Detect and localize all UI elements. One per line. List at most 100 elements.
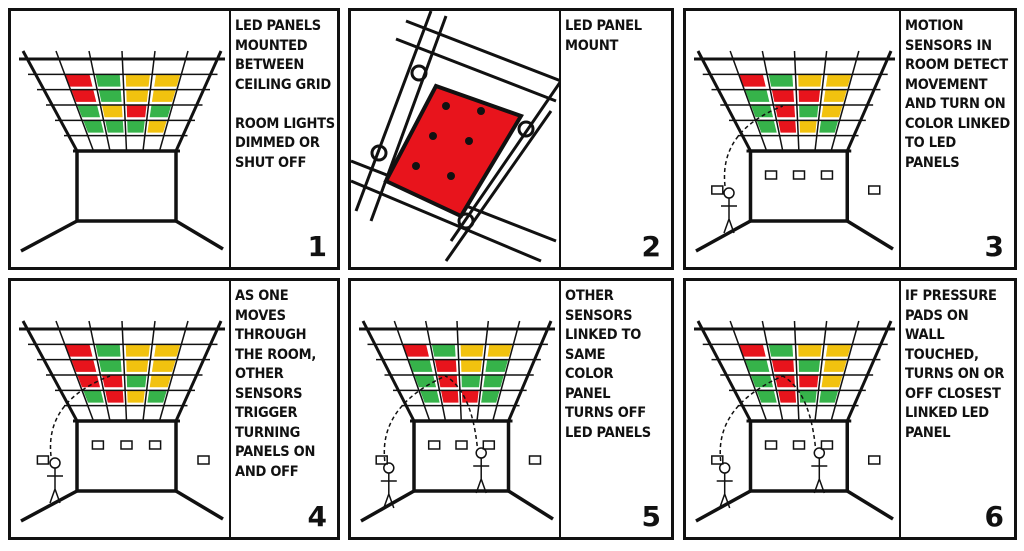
person-figure <box>380 473 397 509</box>
motion-sensor <box>764 170 778 180</box>
motion-sensor <box>868 185 881 195</box>
led-panel-g <box>819 390 839 403</box>
ceiling-grid-line <box>142 320 156 422</box>
led-panel-y <box>823 89 847 102</box>
floor-edge <box>20 489 78 523</box>
ceiling-grid-line <box>696 50 752 152</box>
led-panel-g <box>756 120 777 133</box>
ceiling-grid-line <box>793 50 800 152</box>
panel-caption: As one moves through the room, other sen… <box>235 288 317 480</box>
led-panel-y <box>154 344 181 357</box>
motion-sensor <box>792 170 806 180</box>
led-panel-y <box>821 105 843 118</box>
ceiling-grid-line <box>88 50 111 152</box>
person-figure <box>475 447 487 459</box>
panel-caption: LED panels mounted between ceiling grid … <box>235 18 335 171</box>
led-panel-r <box>798 89 821 102</box>
led-panel-r <box>77 375 101 388</box>
led-panel-r <box>778 390 797 403</box>
led-panel-y <box>126 359 149 372</box>
ceiling-grid-line <box>729 320 768 422</box>
motion-sensor <box>820 440 834 450</box>
led-panel-g <box>485 359 509 372</box>
panel-divider <box>899 11 901 267</box>
led-panel-r <box>71 359 97 372</box>
floor-edge <box>846 219 894 251</box>
led-panel-g <box>745 359 770 372</box>
led-panel-r <box>739 344 766 357</box>
led-panel-g <box>431 344 456 357</box>
led-panel-r <box>799 375 819 388</box>
led-panel-g <box>756 390 777 403</box>
ceiling-grid-line <box>761 50 784 152</box>
ceiling-grid-line <box>845 320 893 422</box>
led-panel-r <box>461 390 479 403</box>
ceiling-grid-line <box>55 320 95 422</box>
led-panel-r <box>774 375 796 388</box>
led-panel-r <box>105 390 124 403</box>
room-ceiling-grid-sketch <box>694 320 895 523</box>
panel-divider <box>899 281 901 537</box>
floor-edge <box>695 489 752 523</box>
led-panel-g <box>95 74 121 87</box>
motion-sensor <box>120 440 133 450</box>
person-figure <box>721 198 737 234</box>
motion-sensor <box>820 170 834 180</box>
ceiling-grid-line <box>492 320 521 422</box>
led-panel-g <box>98 89 122 102</box>
panel-divider <box>559 281 561 537</box>
led-panel-y <box>127 390 145 403</box>
led-panel-r <box>437 375 458 388</box>
floor-edge <box>175 219 224 251</box>
led-panel-y <box>151 89 176 102</box>
motion-sensor <box>36 455 50 465</box>
ceiling-grid-line <box>793 320 800 422</box>
storyboard-panel-4: As one moves through the room, other sen… <box>8 278 340 540</box>
led-panel-g <box>420 390 440 403</box>
sensor-link-dashed-line <box>723 105 784 187</box>
storyboard-panel-6: If pressure pads on wall touched, turns … <box>683 278 1017 540</box>
ceiling-grid-line <box>696 320 752 422</box>
floor-edge <box>175 489 224 521</box>
led-panel-g <box>77 105 101 118</box>
ceiling-grid-line <box>158 50 189 152</box>
ceiling-grid-line <box>158 320 189 422</box>
motion-sensor <box>792 440 806 450</box>
back-wall <box>412 419 511 493</box>
room-ceiling-grid-sketch <box>19 320 225 523</box>
motion-sensor <box>711 455 724 465</box>
led-panel-g <box>481 390 500 403</box>
person-figure <box>473 458 490 494</box>
storyboard-panel-1: LED panels mounted between ceiling grid … <box>8 8 340 270</box>
back-wall <box>748 419 849 493</box>
sensor-link-dashed-line <box>782 375 817 447</box>
ceiling-grid-line <box>88 320 111 422</box>
led-panel-y <box>147 120 167 133</box>
ceiling-grid-line <box>729 50 768 152</box>
led-panel-r <box>126 105 147 118</box>
led-panel-g <box>95 344 121 357</box>
led-panel-g <box>483 375 504 388</box>
panel-number: 3 <box>984 230 1004 263</box>
motion-sensor <box>375 455 388 465</box>
led-panel-g <box>83 120 104 133</box>
motion-sensor <box>482 440 496 450</box>
panel-divider <box>559 11 561 267</box>
panel-caption: Other sensors linked to same color panel… <box>565 288 651 441</box>
led-panel-y <box>154 74 181 87</box>
led-panel-g <box>819 120 839 133</box>
ceiling-grid-line <box>174 50 223 152</box>
person-figure <box>716 473 733 509</box>
led-panel-r <box>434 359 457 372</box>
ceiling-grid-line <box>21 320 79 422</box>
room-ceiling-grid-sketch <box>359 320 555 523</box>
led-panel-y <box>125 74 150 87</box>
panel-caption: If pressure pads on wall touched, turns … <box>905 288 1005 441</box>
led-panel-g <box>798 359 821 372</box>
ceiling-grid-line <box>55 50 95 152</box>
led-panel-g <box>768 74 794 87</box>
ceiling-grid-line <box>142 50 156 152</box>
led-panel-g <box>799 390 817 403</box>
ceiling-grid-line <box>174 320 223 422</box>
ceiling-grid-line <box>814 50 828 152</box>
